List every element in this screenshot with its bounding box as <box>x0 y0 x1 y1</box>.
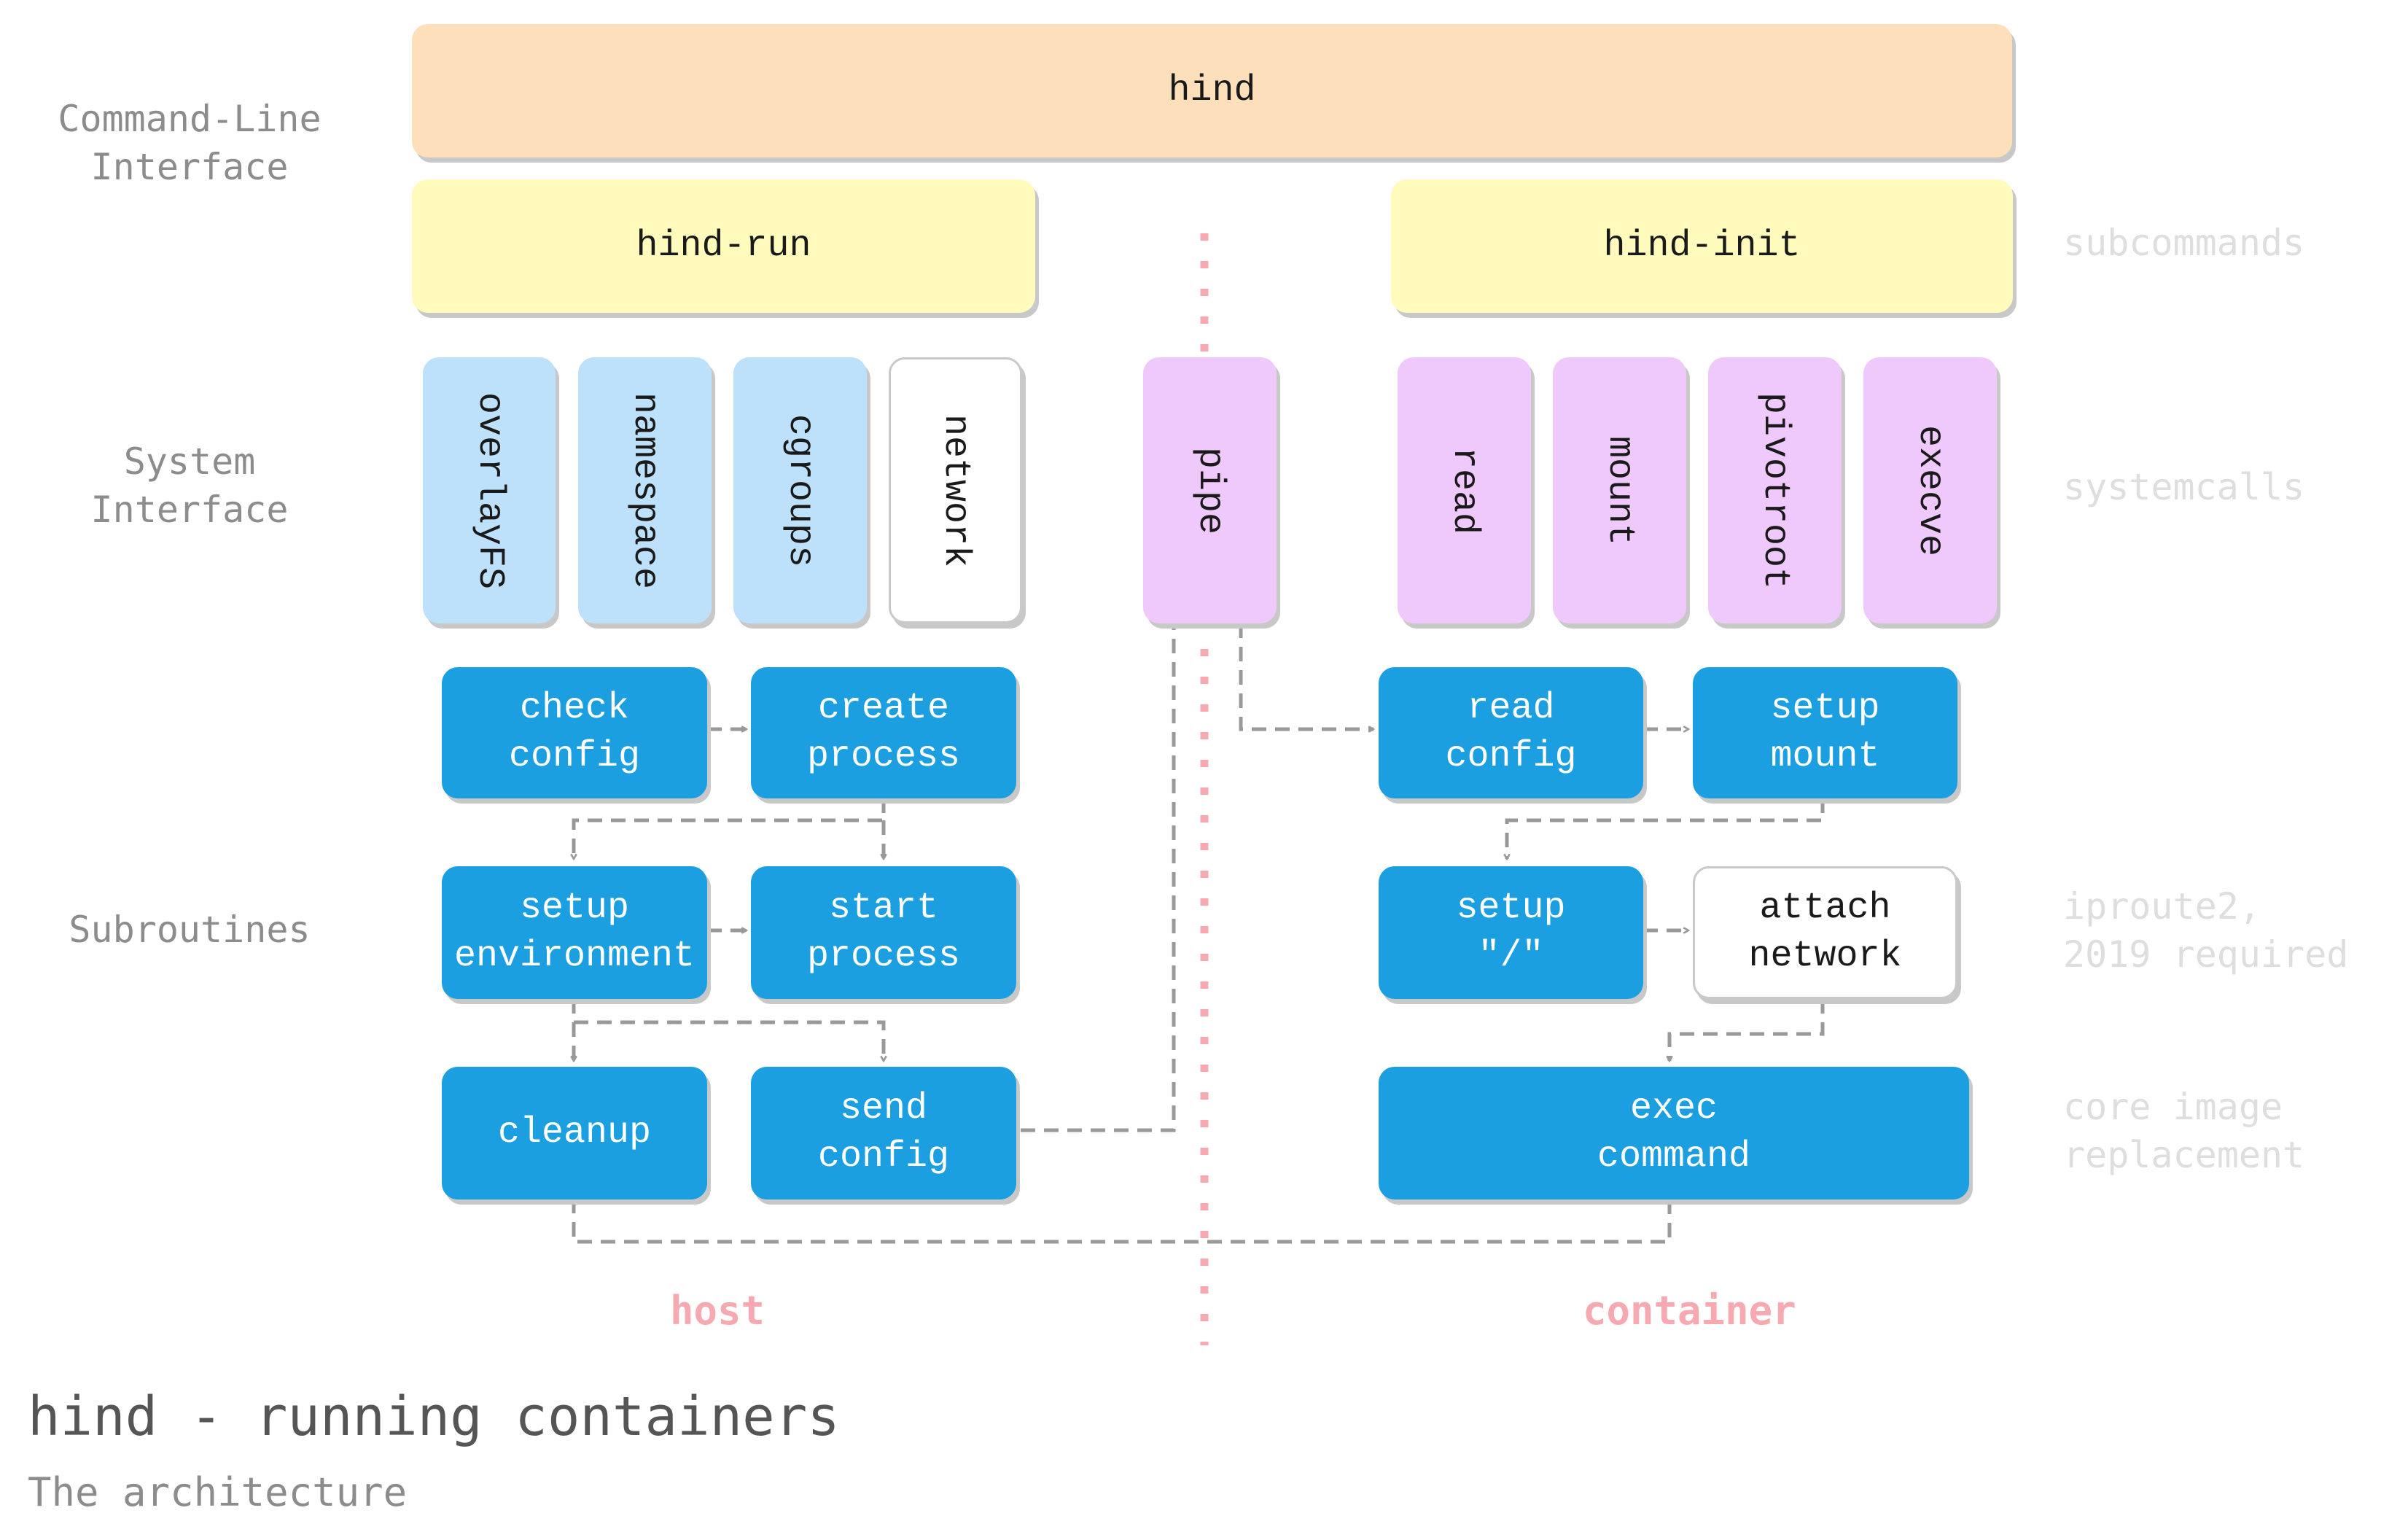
arrow-setupenv-to-send <box>574 1020 884 1061</box>
side-label-container: container <box>1583 1288 1796 1334</box>
layer-label-system: System Interface <box>90 440 289 531</box>
routine-setup-mount: setup mount <box>1693 667 1957 798</box>
routine-send-config: send config <box>751 1067 1016 1199</box>
annotation-core-image: core image replacement <box>2063 1086 2305 1176</box>
arrow-mount-to-root <box>1507 798 1825 859</box>
annotation-systemcalls: systemcalls <box>2063 466 2305 508</box>
hind-init-subcommand: hind-init <box>1391 179 2013 313</box>
syscall-overlayfs: overlayFS <box>423 357 556 623</box>
arrow-attach-to-exec <box>1669 999 1825 1061</box>
routine-cleanup: cleanup <box>442 1067 707 1199</box>
syscall-execve: execve <box>1863 357 1997 623</box>
syscall-cgroups: cgroups <box>733 357 867 623</box>
syscall-pivotroot: pivotroot <box>1708 357 1842 623</box>
syscall-network: network <box>889 357 1022 623</box>
arrow-create-to-setupenv <box>574 798 886 859</box>
arrow-pipe-to-read <box>1239 623 1374 729</box>
annotation-subcommands: subcommands <box>2063 222 2305 264</box>
routine-exec-command: exec command <box>1379 1067 1969 1199</box>
routine-setup-environment: setup environment <box>442 866 707 999</box>
layer-label-cli: Command-Line Interface <box>58 98 322 188</box>
routine-start-process: start process <box>751 866 1016 999</box>
side-label-host: host <box>670 1288 765 1334</box>
routine-read-config: read config <box>1379 667 1643 798</box>
syscall-namespace: namespace <box>578 357 712 623</box>
routine-create-process: create process <box>751 667 1016 798</box>
syscall-mount: mount <box>1553 357 1686 623</box>
hind-cli-box: hind <box>412 24 2012 158</box>
routine-attach-network: attach network <box>1693 866 1957 999</box>
layer-label-subroutines: Subroutines <box>69 909 311 951</box>
annotation-iproute2: iproute2, 2019 required <box>2063 885 2349 976</box>
arrow-exec-to-cleanup <box>574 1199 1672 1244</box>
arrow-send-to-pipe <box>1021 623 1174 1132</box>
diagram-subtitle: The architecture <box>28 1469 408 1515</box>
syscall-pipe: pipe <box>1143 357 1277 623</box>
routine-setup-root: setup "/" <box>1379 866 1643 999</box>
routine-check-config: check config <box>442 667 707 798</box>
diagram-title: hind - running containers <box>28 1385 840 1448</box>
syscall-read: read <box>1398 357 1531 623</box>
hind-run-subcommand: hind-run <box>412 179 1035 313</box>
